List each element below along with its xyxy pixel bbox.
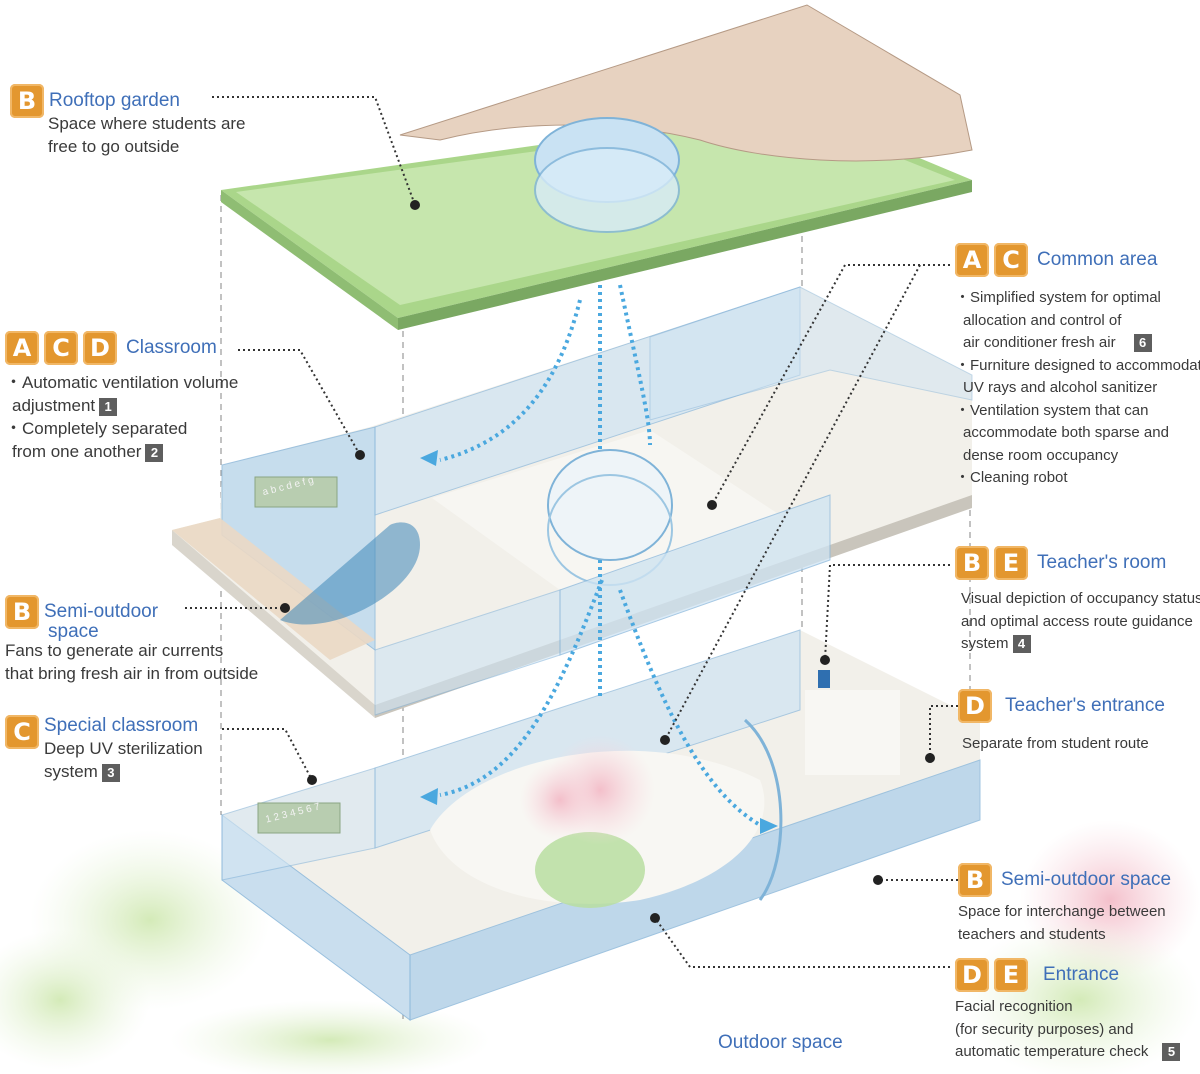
label-semi-outdoor-upper: B Semi-outdoor space Fans to generate ai… xyxy=(5,595,258,685)
entrance-desc-line-1: Facial recognition xyxy=(955,998,1073,1015)
label-entrance: D E Entrance Facial recognition (for sec… xyxy=(955,958,1181,1064)
rooftop-desc-line-1: Space where students are xyxy=(48,114,246,133)
semi-outdoor-lower-desc-line-2: teachers and students xyxy=(958,925,1106,943)
number-badge-4: 4 xyxy=(1012,635,1031,654)
semi-outdoor-upper-desc-line-1: Fans to generate air currents xyxy=(5,641,224,660)
badge-e: E xyxy=(994,546,1028,580)
number-badge-5: 5 xyxy=(1162,1043,1181,1062)
semi-outdoor-title-line-1: Semi-outdoor xyxy=(44,601,159,622)
common-item-2-line-2: UV rays and alcohol sanitizer xyxy=(963,379,1158,396)
number-badge-1: 1 xyxy=(99,397,118,416)
ground-floor xyxy=(221,629,981,1021)
common-item-2-line-1: ・Furniture designed to accommodate xyxy=(955,356,1200,374)
roof-level xyxy=(221,4,973,330)
badge-c: C xyxy=(994,243,1028,277)
teachers-room-desc-line-1: Visual depiction of occupancy status xyxy=(961,590,1200,607)
label-special-classroom: C Special classroom Deep UV sterilizatio… xyxy=(5,715,203,783)
common-item-3-line-2: accommodate both sparse and xyxy=(963,424,1169,441)
outdoor-space-label: Outdoor space xyxy=(718,1032,843,1053)
airflow-lines xyxy=(439,284,762,827)
label-common-area: A C Common area ・Simplified system for o… xyxy=(955,243,1200,490)
badge-c: C xyxy=(44,331,78,365)
teachers-room-desc-line-3: system xyxy=(961,635,1009,652)
badge-a: A xyxy=(955,243,989,277)
semi-outdoor-lower-title: Semi-outdoor space xyxy=(1001,869,1172,890)
classroom-item-2-line-1: ・Completely separated xyxy=(5,419,188,438)
badge-d: D xyxy=(955,958,989,992)
number-badge-6: 6 xyxy=(1133,334,1152,353)
special-classroom-title: Special classroom xyxy=(44,715,199,736)
semi-outdoor-lower-desc-line-1: Space for interchange between xyxy=(958,903,1166,920)
semi-outdoor-title-line-2: space xyxy=(48,621,99,642)
label-semi-outdoor-lower: B Semi-outdoor space Space for interchan… xyxy=(958,863,1171,946)
special-classroom-desc-line-1: Deep UV sterilization xyxy=(44,739,203,758)
badge-b: B xyxy=(10,84,44,118)
badge-e: E xyxy=(994,958,1028,992)
leader-dots xyxy=(280,200,935,923)
label-teachers-room: B E Teacher's room Visual depiction of o… xyxy=(955,546,1200,656)
label-classroom: A C D Classroom ・Automatic ventilation v… xyxy=(5,331,238,463)
label-rooftop-garden: B Rooftop garden Space where students ar… xyxy=(10,84,246,158)
fan-airflow xyxy=(280,522,420,625)
entrance-desc-line-3: automatic temperature check xyxy=(955,1043,1149,1060)
badge-a: A xyxy=(5,331,39,365)
badge-d: D xyxy=(958,689,992,723)
badge-b: B xyxy=(5,595,39,629)
common-item-3-line-1: ・Ventilation system that can xyxy=(955,401,1149,419)
classroom-item-2-line-2: from one another xyxy=(12,442,142,461)
teachers-entrance-title: Teacher's entrance xyxy=(1005,695,1165,716)
teachers-entrance-desc: Separate from student route xyxy=(962,735,1149,752)
common-item-1-line-1: ・Simplified system for optimal xyxy=(955,289,1161,306)
badge-b: B xyxy=(958,863,992,897)
leader-lines xyxy=(185,96,958,968)
teachers-room-desc-line-2: and optimal access route guidance xyxy=(961,612,1193,630)
classroom-item-1-line-1: ・Automatic ventilation volume xyxy=(5,373,239,392)
common-item-4-line-1: ・Cleaning robot xyxy=(955,469,1068,486)
number-badge-2: 2 xyxy=(145,443,164,462)
common-area-title: Common area xyxy=(1037,249,1158,270)
classroom-title: Classroom xyxy=(126,337,217,358)
classroom-item-1-line-2: adjustment xyxy=(12,396,96,415)
rooftop-garden-title: Rooftop garden xyxy=(49,90,180,111)
teachers-room-title: Teacher's room xyxy=(1037,552,1167,573)
common-item-1-line-3: air conditioner fresh air xyxy=(963,334,1116,351)
common-item-3-line-3: dense room occupancy xyxy=(963,446,1119,464)
rooftop-desc-line-2: free to go outside xyxy=(48,137,180,156)
entrance-title: Entrance xyxy=(1043,964,1120,985)
badge-d: D xyxy=(83,331,117,365)
number-badge-3: 3 xyxy=(101,763,120,782)
badge-b: B xyxy=(955,546,989,580)
entrance-desc-line-2: (for security purposes) and xyxy=(955,1020,1134,1038)
second-floor xyxy=(172,286,973,718)
label-teachers-entrance: D Teacher's entrance Separate from stude… xyxy=(958,689,1165,756)
special-classroom-desc-line-2: system xyxy=(44,762,98,781)
badge-c: C xyxy=(5,715,39,749)
semi-outdoor-upper-desc-line-2: that bring fresh air in from outside xyxy=(5,664,259,683)
airflow-arrowheads xyxy=(420,450,778,834)
common-item-1-line-2: allocation and control of xyxy=(963,311,1122,329)
